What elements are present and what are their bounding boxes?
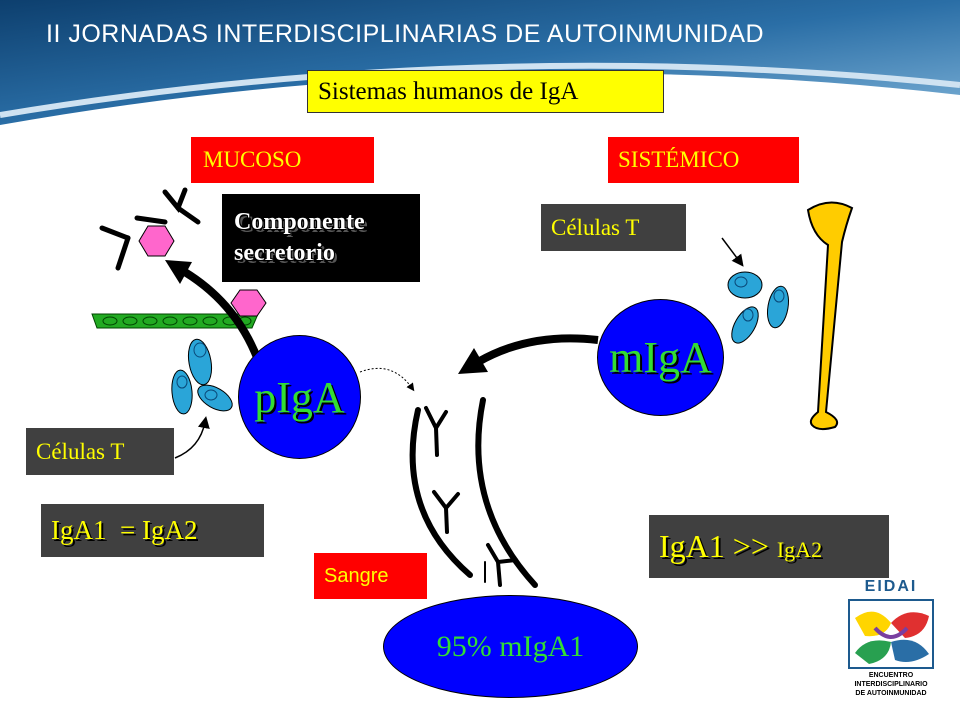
logo-hands-icon: [848, 599, 934, 669]
dotted-arrow: [359, 368, 415, 392]
iga-ratio-left-text: IgA1 = IgA2: [51, 515, 198, 545]
blood-vessel: [409, 397, 538, 588]
mucoso-label: MUCOSO: [191, 137, 374, 183]
t-cell-arrow-left: [174, 416, 210, 459]
logo-line1: ENCUENTRO: [868, 672, 914, 679]
blood-antibodies: [424, 406, 518, 587]
secretion-arrow: [176, 264, 262, 362]
secretory-component-hexagon: [230, 289, 267, 317]
header-title: II JORNADAS INTERDISCIPLINARIAS DE AUTOI…: [46, 20, 765, 48]
t-cells-right: [727, 271, 790, 344]
sistemico-label: SISTÉMICO: [608, 137, 799, 183]
mIgA1-ellipse: 95% mIgA1: [383, 595, 638, 698]
secretion-arrowhead: [165, 260, 192, 284]
sangre-text: Sangre: [324, 564, 389, 587]
celulas-t-right-text: Células T: [551, 214, 640, 240]
componente-line1: Componente: [234, 209, 365, 235]
logo-brand: EIDAI: [864, 578, 918, 595]
logo-line3: DE AUTOINMUNIDAD: [855, 690, 927, 697]
componente-line2: secretorio: [234, 240, 335, 266]
migration-arrow: [476, 334, 599, 366]
migration-arrowhead: [458, 348, 488, 374]
iga-ratio-left: IgA1 = IgA2: [41, 504, 264, 557]
logo-line2: INTERDISCIPLINARIO: [854, 681, 928, 688]
pIgA-ellipse: pIgA: [238, 335, 361, 459]
celulas-t-right-label: Células T: [541, 204, 686, 251]
celulas-t-left-label: Células T: [26, 428, 174, 475]
iga-ratio-right-small: IgA2: [776, 536, 823, 562]
sistemico-label-text: SISTÉMICO: [618, 147, 740, 172]
main-title-text: Sistemas humanos de IgA: [318, 77, 579, 105]
iga-ratio-right: IgA1 >> IgA2: [649, 515, 889, 578]
celulas-t-left-text: Células T: [36, 438, 125, 464]
main-title: Sistemas humanos de IgA: [307, 70, 664, 113]
epithelium-cells: [91, 313, 259, 329]
antibody-fragments: [99, 187, 201, 271]
secretory-component-hexagon: [138, 225, 175, 257]
pIgA-text: pIgA: [254, 372, 345, 422]
iga-ratio-right-main: IgA1 >>: [659, 528, 777, 564]
mIgA1-text: 95% mIgA1: [436, 629, 585, 663]
mIgA-ellipse: mIgA: [597, 299, 724, 416]
mucoso-label-text: MUCOSO: [203, 147, 302, 172]
eidai-logo: EIDAI ENCUENTRO INTERDISCIPLINARIO DE AU…: [845, 578, 937, 700]
t-cell-arrow-right: [721, 237, 744, 267]
mIgA-text: mIgA: [609, 333, 712, 382]
bone: [806, 201, 854, 431]
sangre-label: Sangre: [314, 553, 427, 599]
componente-secretorio-label: Componente secretorio: [222, 194, 420, 282]
